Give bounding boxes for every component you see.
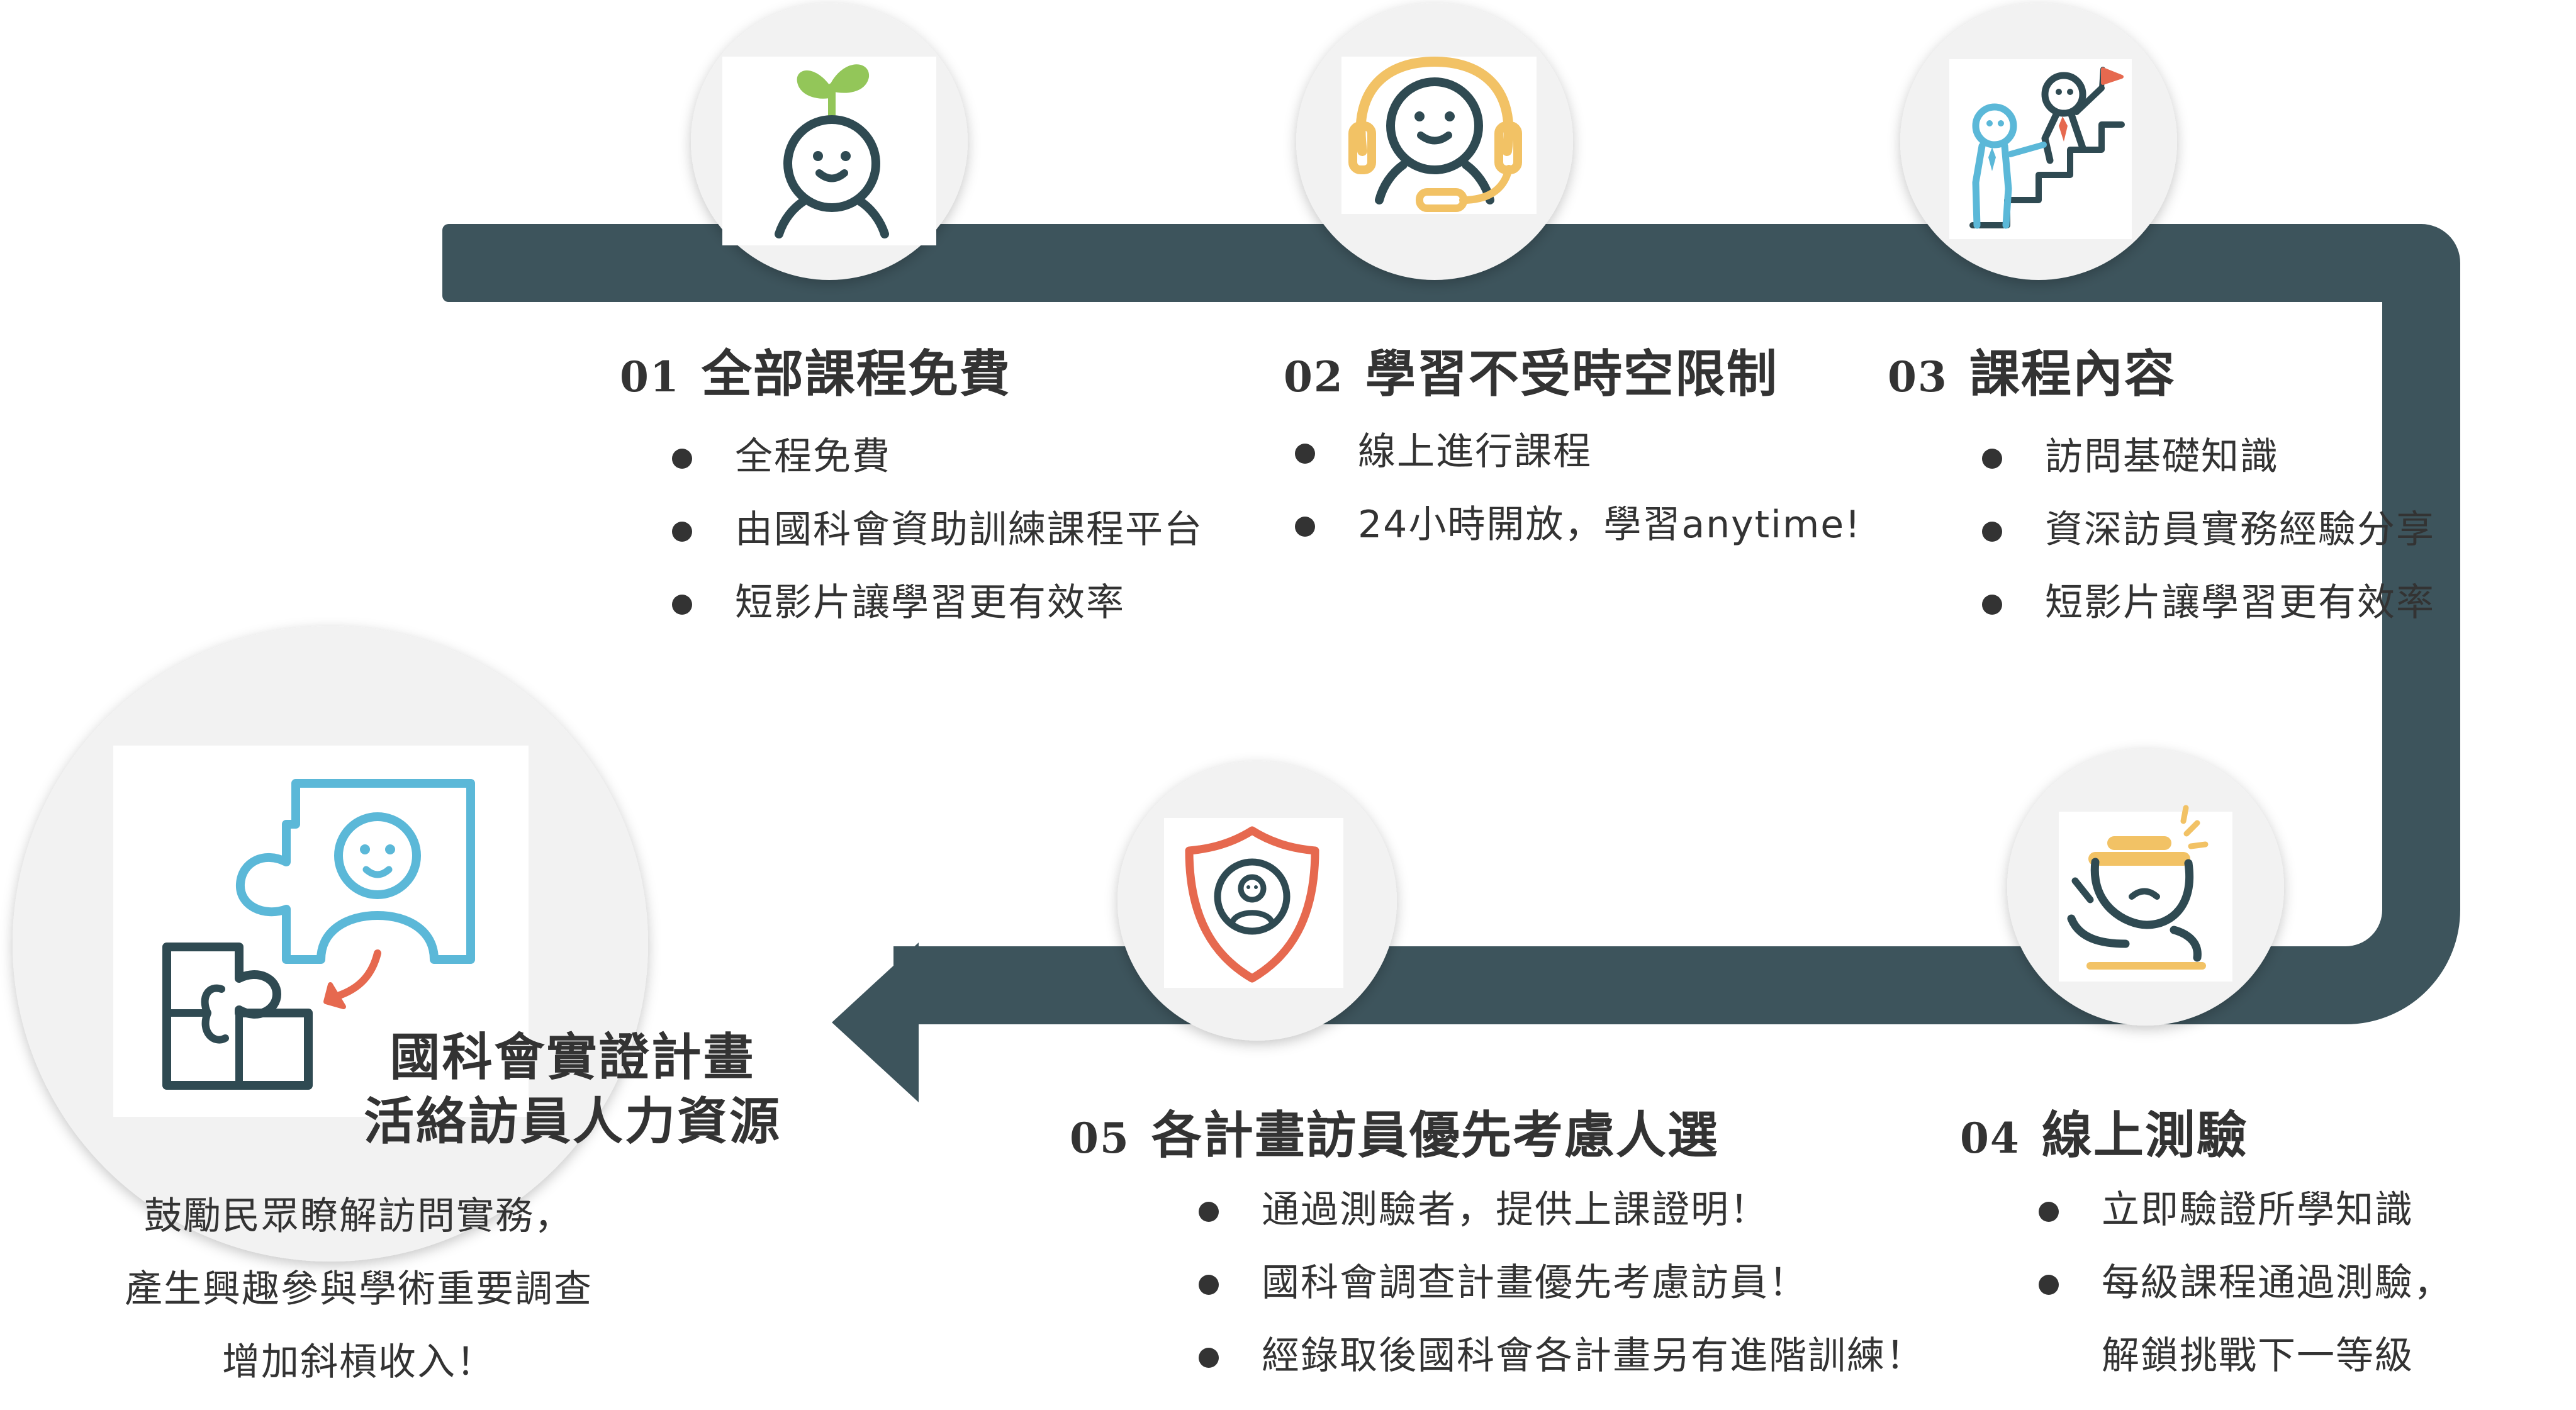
center-title-line-1: 國科會實證計畫 xyxy=(389,1028,756,1087)
step-4-heading: 04 線上測驗 xyxy=(1960,1095,2248,1168)
puzzle-person-icon xyxy=(162,779,475,1090)
step-1-number: 01 xyxy=(620,352,680,401)
step-1-bullet: 全程免費 xyxy=(672,420,1203,493)
step-3-bullet: 訪問基礎知識 xyxy=(1982,420,2435,493)
center-description: 鼓勵民眾瞭解訪問實務， 產生興趣參與學術重要調查 增加斜槓收入！ xyxy=(57,1180,661,1399)
step-5-bullet: 國科會調查計畫優先考慮訪員！ xyxy=(1199,1246,1925,1319)
sprout-person-icon xyxy=(775,64,889,238)
badge-step-5 xyxy=(1117,761,1397,1041)
step-5-number: 05 xyxy=(1070,1114,1130,1163)
step-2-bullet: 24小時開放，學習anytime! xyxy=(1295,488,1861,561)
step-3-title: 課程內容 xyxy=(1969,345,2176,403)
badge-step-1 xyxy=(691,3,968,280)
shield-person-icon xyxy=(1185,826,1319,983)
step-2-heading: 02 學習不受時空限制 xyxy=(1284,333,1778,406)
step-4-number: 04 xyxy=(1960,1114,2020,1163)
step-1-heading: 01 全部課程免費 xyxy=(620,333,1011,406)
badge-center xyxy=(13,626,648,1262)
center-desc-line-1: 鼓勵民眾瞭解訪問實務， xyxy=(144,1194,573,1238)
exam-writing-icon xyxy=(2067,805,2209,970)
headset-person-icon xyxy=(1348,57,1522,212)
center-title: 國科會實證計畫 活絡訪員人力資源 xyxy=(340,1026,805,1154)
stairs-people-icon xyxy=(1969,67,2125,229)
step-2-title: 學習不受時空限制 xyxy=(1365,345,1778,403)
badge-step-3 xyxy=(1900,3,2177,280)
badge-step-4 xyxy=(2007,749,2284,1026)
step-4-bullet: 每級課程通過測驗， xyxy=(2039,1246,2453,1319)
step-4-bullet-list: 立即驗證所學知識 每級課程通過測驗， 解鎖挑戰下一等級 xyxy=(2039,1173,2453,1392)
step-5-bullet: 經錄取後國科會各計畫另有進階訓練！ xyxy=(1199,1319,1925,1392)
center-title-line-2: 活絡訪員人力資源 xyxy=(364,1092,781,1151)
step-2-bullet-list: 線上進行課程 24小時開放，學習anytime! xyxy=(1295,415,1861,561)
step-3-bullet-list: 訪問基礎知識 資深訪員實務經驗分享 短影片讓學習更有效率 xyxy=(1982,420,2435,639)
center-desc-line-2: 產生興趣參與學術重要調查 xyxy=(125,1267,593,1311)
step-4-bullet step-4-bullet-continuation: 解鎖挑戰下一等級 xyxy=(2102,1334,2414,1378)
track-path xyxy=(450,224,2460,1024)
step-4-title: 線上測驗 xyxy=(2041,1106,2248,1165)
step-5-bullet: 通過測驗者，提供上課證明！ xyxy=(1199,1173,1925,1246)
step-1-bullet: 由國科會資助訓練課程平台 xyxy=(672,493,1203,566)
flow-track xyxy=(442,224,2460,1102)
badge-step-2 xyxy=(1296,3,1573,280)
track-start-cap xyxy=(442,224,468,302)
step-4-bullet: 立即驗證所學知識 xyxy=(2039,1173,2453,1246)
step-5-bullet-list: 通過測驗者，提供上課證明！ 國科會調查計畫優先考慮訪員！ 經錄取後國科會各計畫另… xyxy=(1199,1173,1925,1392)
step-1-title: 全部課程免費 xyxy=(701,345,1011,403)
step-3-bullet: 資深訪員實務經驗分享 xyxy=(1982,493,2435,566)
center-desc-line-3: 增加斜槓收入！ xyxy=(222,1340,495,1384)
step-3-number: 03 xyxy=(1888,352,1948,401)
step-3-heading: 03 課程內容 xyxy=(1888,333,2176,406)
step-1-bullet-list: 全程免費 由國科會資助訓練課程平台 短影片讓學習更有效率 xyxy=(672,420,1203,639)
step-5-heading: 05 各計畫訪員優先考慮人選 xyxy=(1070,1095,1719,1168)
track-arrow xyxy=(832,943,919,1102)
step-1-bullet: 短影片讓學習更有效率 xyxy=(672,566,1203,639)
step-2-number: 02 xyxy=(1284,352,1344,401)
step-5-title: 各計畫訪員優先考慮人選 xyxy=(1151,1106,1719,1165)
step-3-bullet: 短影片讓學習更有效率 xyxy=(1982,566,2435,639)
step-2-bullet: 線上進行課程 xyxy=(1295,415,1861,488)
